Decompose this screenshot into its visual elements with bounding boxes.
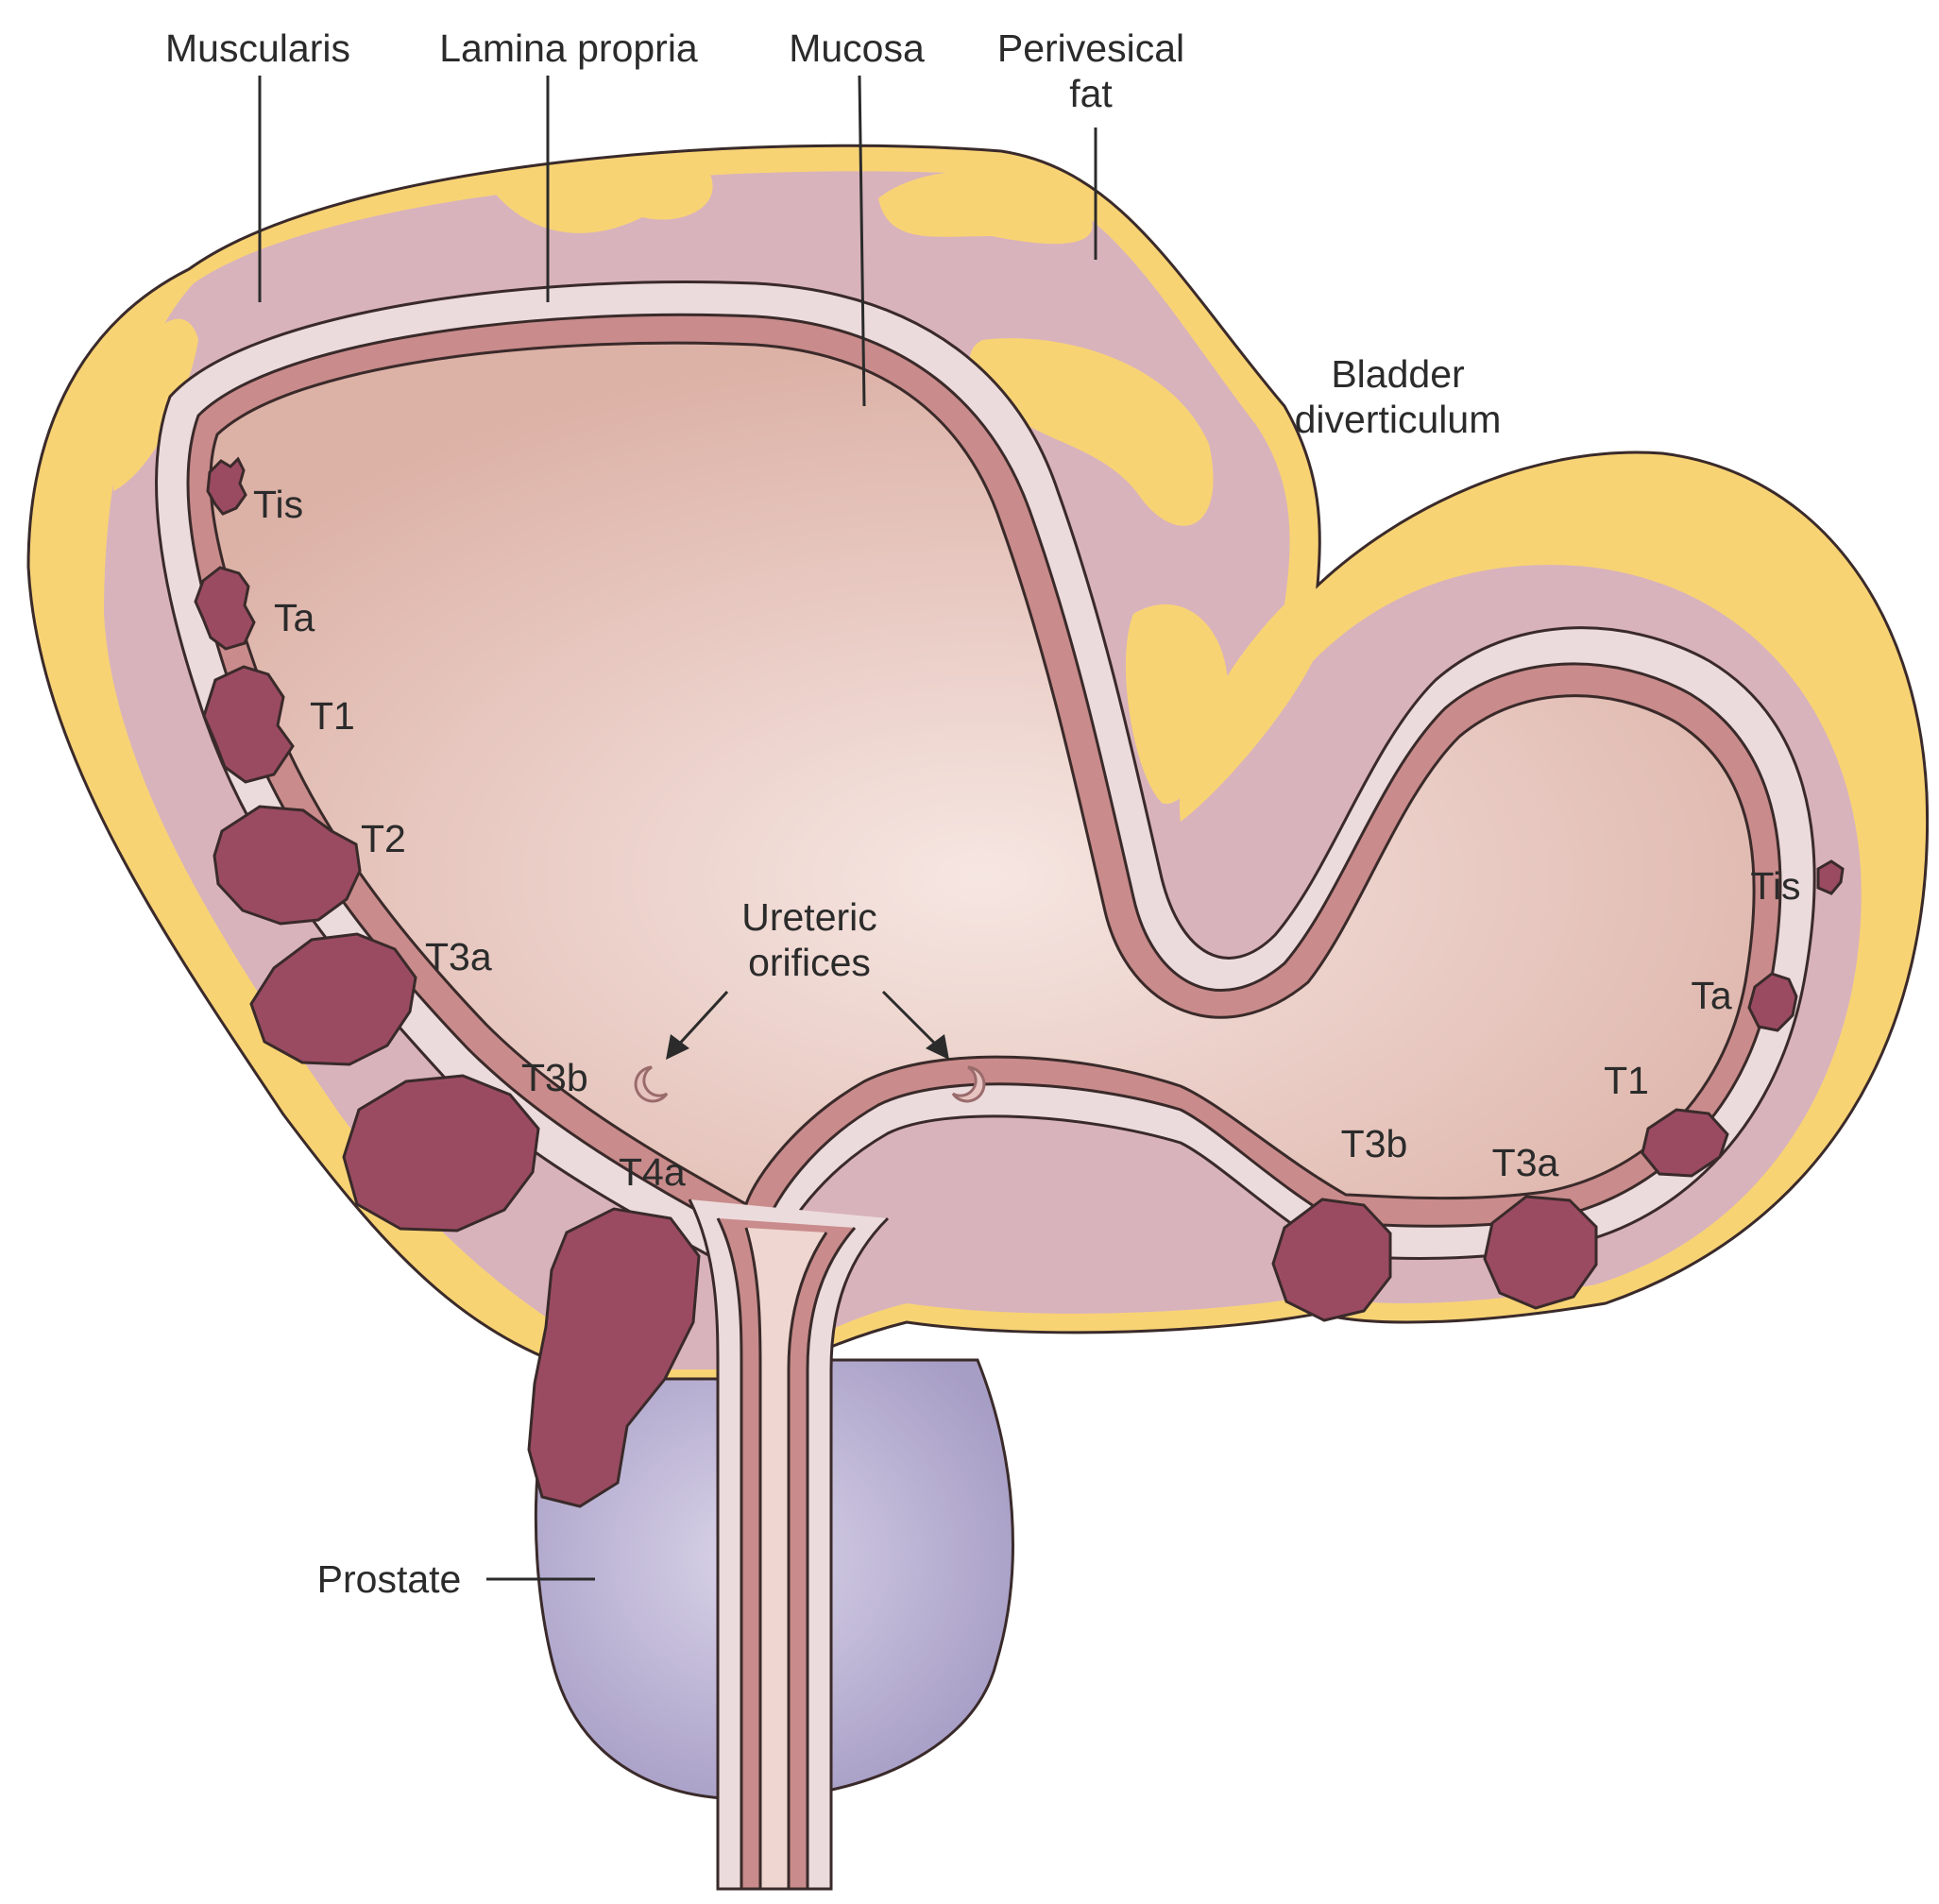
fat-blob [1125, 604, 1228, 805]
stage-label-t1: T1 [310, 694, 355, 738]
tumor-ta [194, 566, 256, 651]
lamina-propria-label: Lamina propria [439, 26, 698, 70]
mucosa-leader [858, 75, 866, 407]
ureteric-orifice-left [634, 1065, 669, 1103]
urethra-lumen [744, 1227, 828, 1891]
perivesical-label-line1: Perivesical [997, 26, 1184, 70]
ureteric-orifice-right [951, 1065, 986, 1103]
tumor-t3b [342, 1074, 540, 1232]
stage-label-t3a: T3a [425, 935, 492, 978]
diverticulum-tumor-ta [1747, 972, 1798, 1032]
diverticulum-stage-label-t1: T1 [1604, 1059, 1649, 1102]
ureteric-label-line2: orifices [748, 941, 871, 984]
bladder-lumen [209, 341, 1756, 1207]
diverticulum-label-line1: Bladder [1331, 352, 1464, 396]
stage-label-t3b: T3b [521, 1056, 588, 1099]
muscularis-label: Muscularis [165, 26, 350, 70]
mucosa-label: Mucosa [789, 26, 925, 70]
perivesical-label-line2: fat [1069, 72, 1113, 115]
ureteric-right-arrowhead-icon [926, 1034, 949, 1060]
ureteric-right-arrow [881, 990, 942, 1050]
tumor-t3a [249, 932, 417, 1066]
stage-label-t2: T2 [361, 817, 406, 860]
diverticulum-stage-label-ta: Ta [1691, 974, 1732, 1017]
ureteric-left-arrow [673, 990, 729, 1050]
stage-label-tis: Tis [253, 483, 303, 526]
tumor-t4a [527, 1207, 701, 1508]
diverticulum-stage-label-t3a: T3a [1492, 1141, 1559, 1184]
diverticulum-stage-label-t3b: T3b [1341, 1122, 1408, 1165]
tumor-t2 [213, 805, 362, 926]
fat-blob [113, 318, 198, 491]
stage-label-ta: Ta [274, 596, 315, 639]
diverticulum-stage-label-tis: Tis [1750, 864, 1800, 908]
diverticulum-tumor-t1 [1641, 1108, 1729, 1178]
tumor-tis [206, 456, 247, 516]
tumor-t1 [202, 665, 295, 784]
diverticulum-tumor-tis [1816, 859, 1845, 895]
diverticulum-label-line2: diverticulum [1295, 398, 1502, 441]
diverticulum-tumor-t3a [1483, 1195, 1598, 1310]
fat-blob [969, 338, 1214, 526]
prostate-label: Prostate [317, 1557, 462, 1601]
ureteric-left-arrowhead-icon [666, 1034, 689, 1060]
diverticulum-tumor-t3b [1271, 1198, 1392, 1322]
stage-label-t4a: T4a [619, 1150, 686, 1194]
ureteric-label-line1: Ureteric [741, 895, 877, 939]
fat-blob [878, 171, 1093, 245]
